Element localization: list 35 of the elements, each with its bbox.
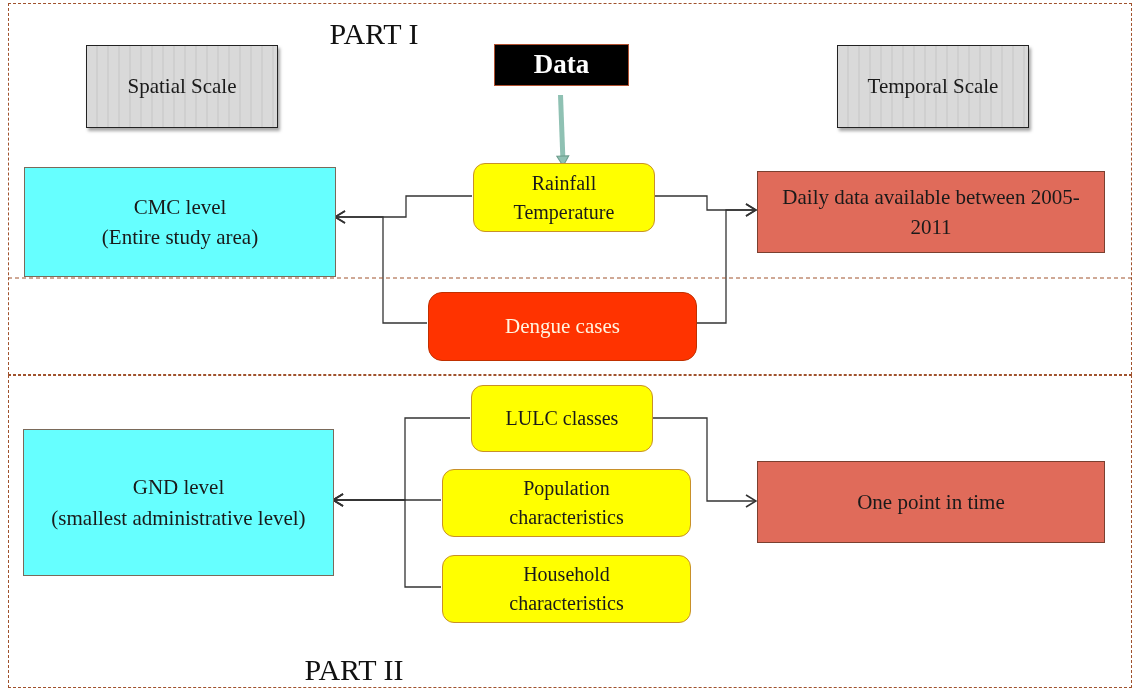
box-label: GND level	[132, 474, 225, 502]
connector-arrow	[651, 417, 757, 508]
data-box	[494, 44, 629, 86]
box-label: (Entire study area)	[101, 224, 259, 251]
box-label: One point in time	[857, 488, 1005, 516]
temporal-level-box	[757, 461, 1105, 543]
box-label: Dengue cases	[505, 313, 620, 341]
box-label: Temperature	[513, 199, 615, 226]
variable-box	[471, 385, 653, 452]
spatial-level-box	[24, 167, 336, 277]
variable-box	[473, 163, 655, 232]
connector-arrow	[334, 210, 428, 324]
section-panel	[8, 375, 1132, 688]
box-label: Daily data available between 2005-2011	[781, 183, 1081, 241]
box-label: Population characteristics	[508, 476, 625, 530]
section-heading: PART II	[303, 652, 405, 688]
box-label: Spatial Scale	[127, 73, 237, 101]
box-label: LULC classes	[505, 406, 619, 431]
box-label: Data	[533, 48, 590, 82]
box-label: CMC level	[133, 193, 227, 221]
dengue-cases-box	[428, 292, 697, 361]
scale-box	[86, 45, 278, 128]
box-label: Temporal Scale	[867, 73, 999, 101]
variable-box	[442, 555, 691, 623]
connector-arrow	[332, 493, 442, 588]
connector-arrow	[695, 203, 757, 324]
variable-box	[442, 469, 691, 537]
temporal-level-box	[757, 171, 1105, 253]
box-label: (smallest administrative level)	[51, 504, 306, 532]
spatial-level-box	[23, 429, 334, 576]
box-label: Rainfall	[531, 170, 597, 196]
box-label: Household characteristics	[508, 562, 625, 616]
scale-box	[837, 45, 1029, 128]
section-panel	[8, 3, 1132, 375]
section-heading: PART I	[328, 16, 420, 52]
